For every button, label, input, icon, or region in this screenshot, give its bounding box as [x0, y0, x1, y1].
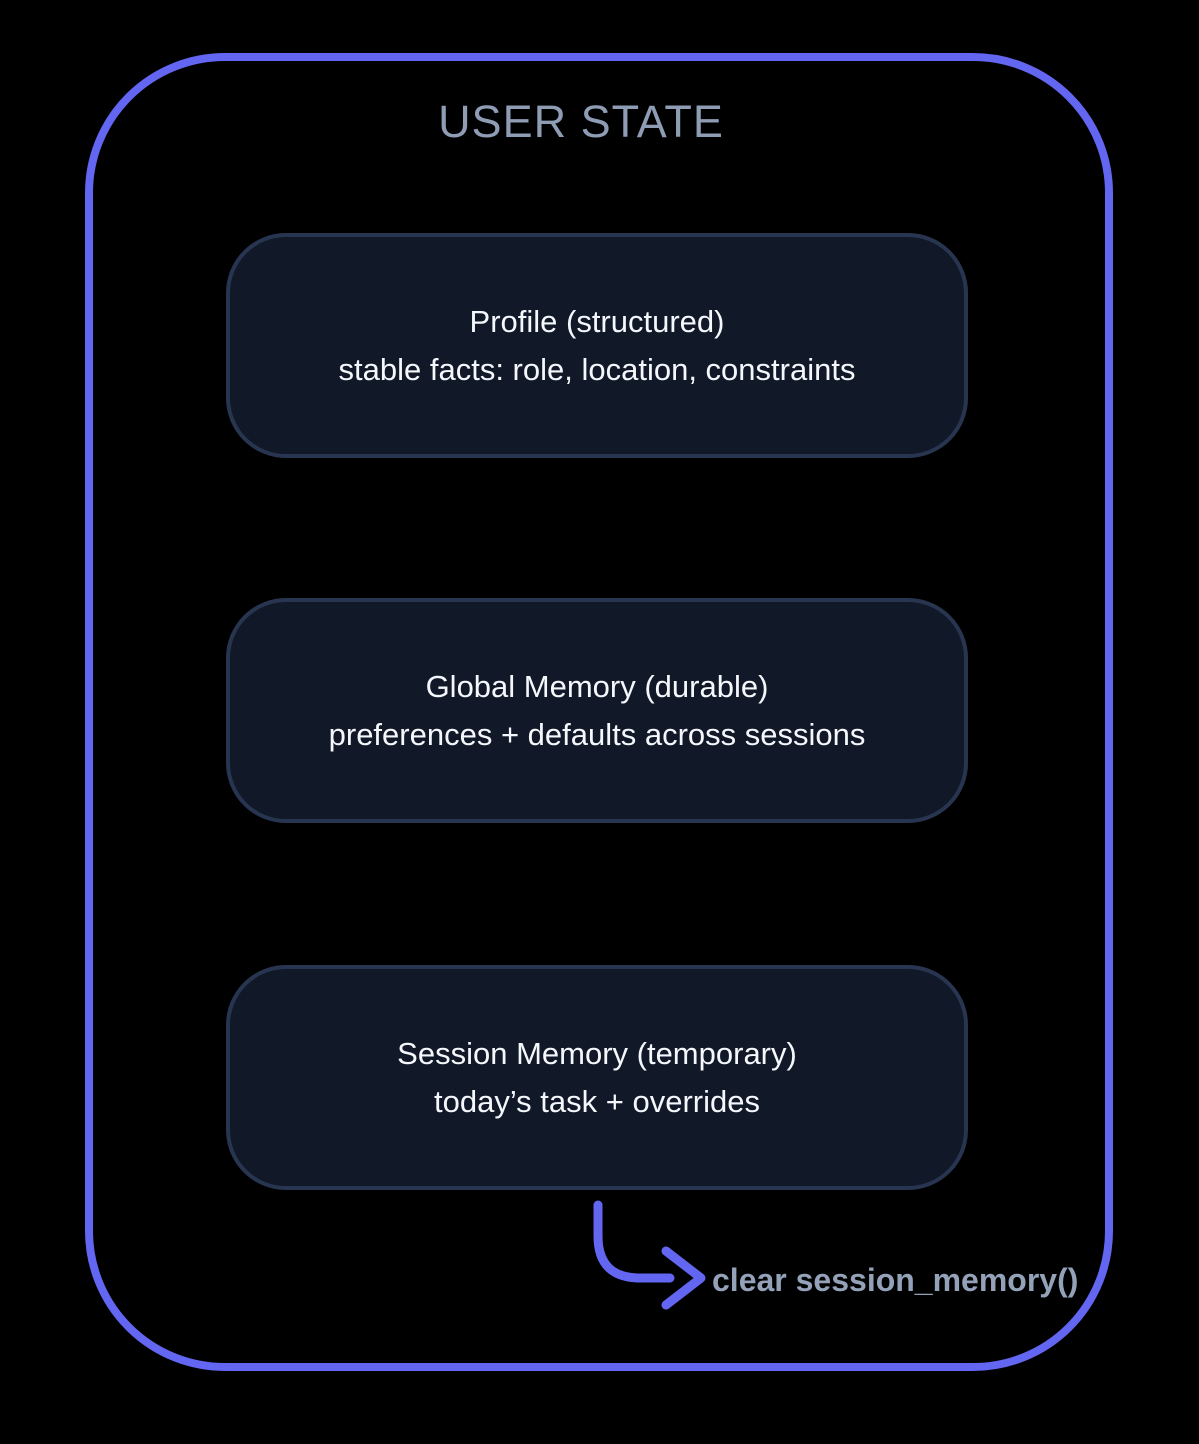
- box-profile-subtitle: stable facts: role, location, constraint…: [338, 351, 856, 387]
- clear-session-memory-label: clear session_memory(): [712, 1262, 1079, 1298]
- box-global-memory-title: Global Memory (durable): [425, 668, 769, 704]
- diagram-title: USER STATE: [438, 96, 724, 147]
- box-global-memory: Global Memory (durable) preferences + de…: [226, 598, 968, 823]
- box-session-memory: Session Memory (temporary) today’s task …: [226, 965, 968, 1190]
- box-profile-title: Profile (structured): [469, 303, 725, 339]
- box-session-memory-title: Session Memory (temporary): [397, 1035, 797, 1071]
- user-state-frame: [85, 53, 1113, 1371]
- box-global-memory-subtitle: preferences + defaults across sessions: [328, 716, 866, 752]
- box-profile: Profile (structured) stable facts: role,…: [226, 233, 968, 458]
- box-session-memory-subtitle: today’s task + overrides: [434, 1083, 760, 1119]
